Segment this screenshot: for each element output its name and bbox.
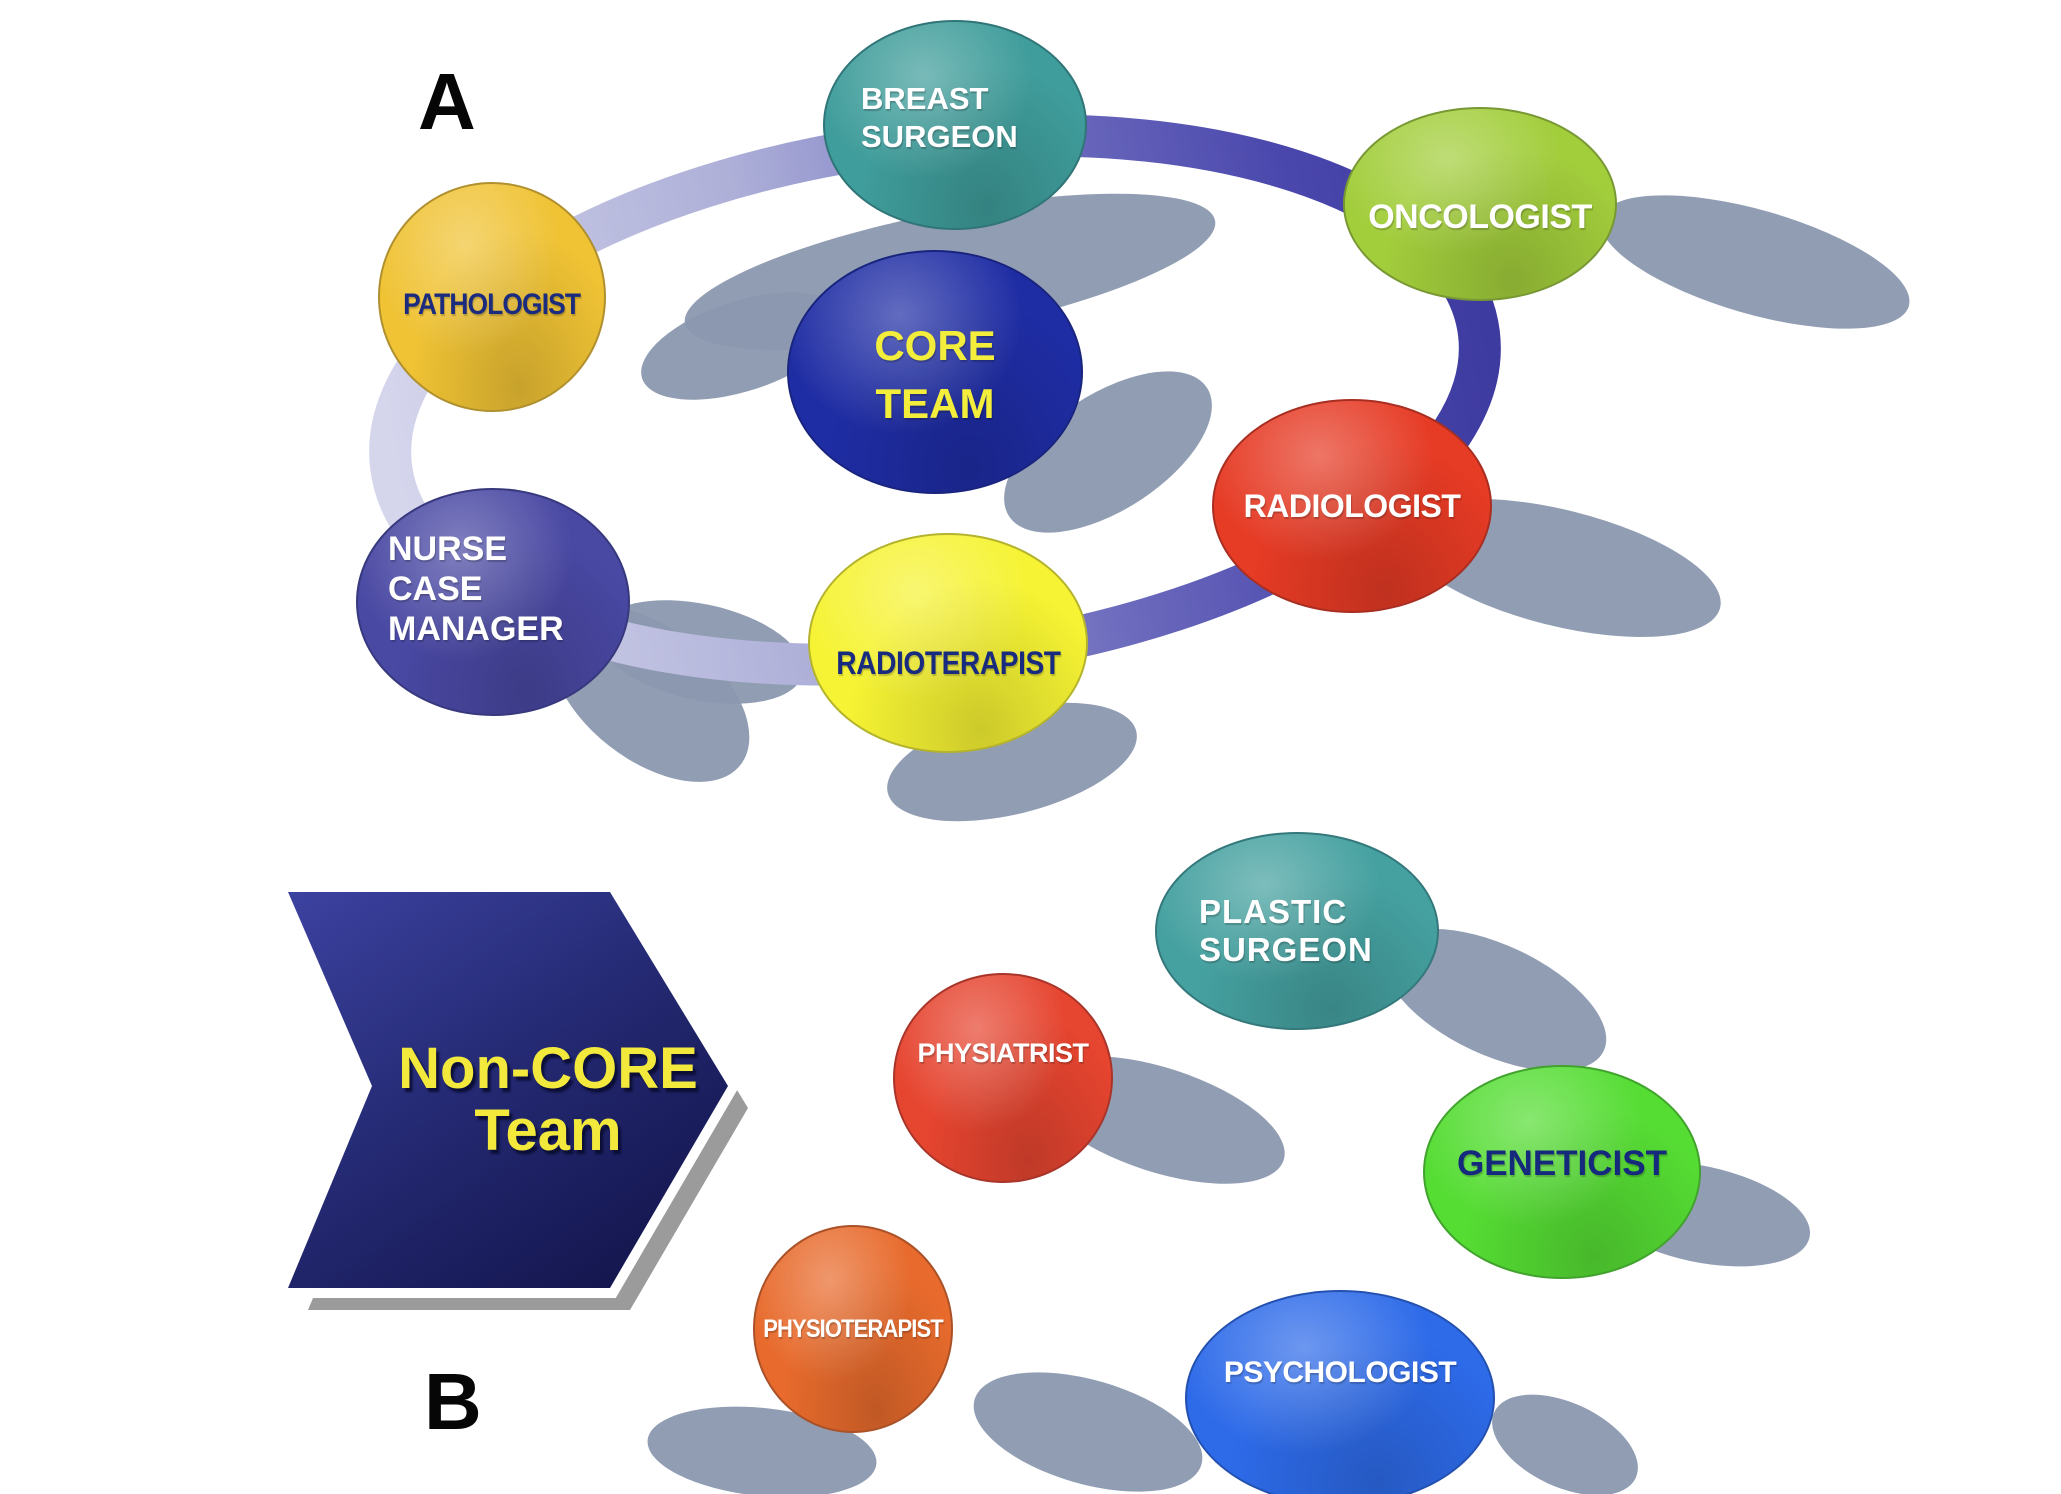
node-physiatrist: PHYSIATRIST: [893, 973, 1113, 1183]
shadow: [1492, 1394, 1638, 1494]
node-core-team-label: CORE TEAM: [874, 322, 996, 427]
node-psychologist: PSYCHOLOGIST: [1185, 1290, 1495, 1494]
node-physiatrist-label: PHYSIATRIST: [917, 1037, 1089, 1068]
non-core-banner-label: Non-CORE Team: [398, 1036, 698, 1163]
node-nurse-case-manager-label: NURSE CASE MANAGER: [388, 530, 564, 648]
non-core-banner: [272, 882, 748, 1310]
shadow: [647, 1406, 877, 1494]
node-radiologist-label: RADIOLOGIST: [1243, 487, 1461, 524]
node-breast-surgeon: BREAST SURGEON: [823, 20, 1087, 230]
node-pathologist: PATHOLOGIST: [378, 182, 606, 412]
node-plastic-surgeon: PLASTIC SURGEON: [1155, 832, 1439, 1030]
node-physioterapist-label: PHYSIOTERAPIST: [763, 1314, 943, 1343]
shadow: [1383, 928, 1607, 1072]
node-geneticist-label: GENETICIST: [1456, 1144, 1668, 1183]
banner-body: [288, 892, 728, 1288]
node-oncologist-label: ONCOLOGIST: [1368, 197, 1592, 236]
node-psychologist-label: PSYCHOLOGIST: [1223, 1356, 1457, 1389]
node-nurse-case-manager: NURSE CASE MANAGER: [356, 488, 630, 716]
shadow-group: [550, 193, 1910, 1494]
shadow: [1004, 371, 1212, 533]
node-physioterapist: PHYSIOTERAPIST: [753, 1225, 953, 1433]
node-geneticist: GENETICIST: [1423, 1065, 1701, 1279]
node-oncologist: ONCOLOGIST: [1343, 107, 1617, 301]
node-radiologist: RADIOLOGIST: [1212, 399, 1492, 613]
node-pathologist-label: PATHOLOGIST: [403, 288, 581, 321]
node-radioterapist-label: RADIOTERAPIST: [835, 644, 1061, 681]
node-core-team: CORE TEAM: [787, 250, 1083, 494]
shadow: [973, 1372, 1203, 1492]
node-breast-surgeon-label: BREAST SURGEON: [861, 81, 1018, 154]
panel-a-label: A: [418, 57, 476, 146]
shadow: [1600, 195, 1910, 329]
panel-b-label: B: [424, 1357, 482, 1446]
node-plastic-surgeon-label: PLASTIC SURGEON: [1199, 893, 1373, 968]
node-radioterapist: RADIOTERAPIST: [808, 533, 1088, 753]
